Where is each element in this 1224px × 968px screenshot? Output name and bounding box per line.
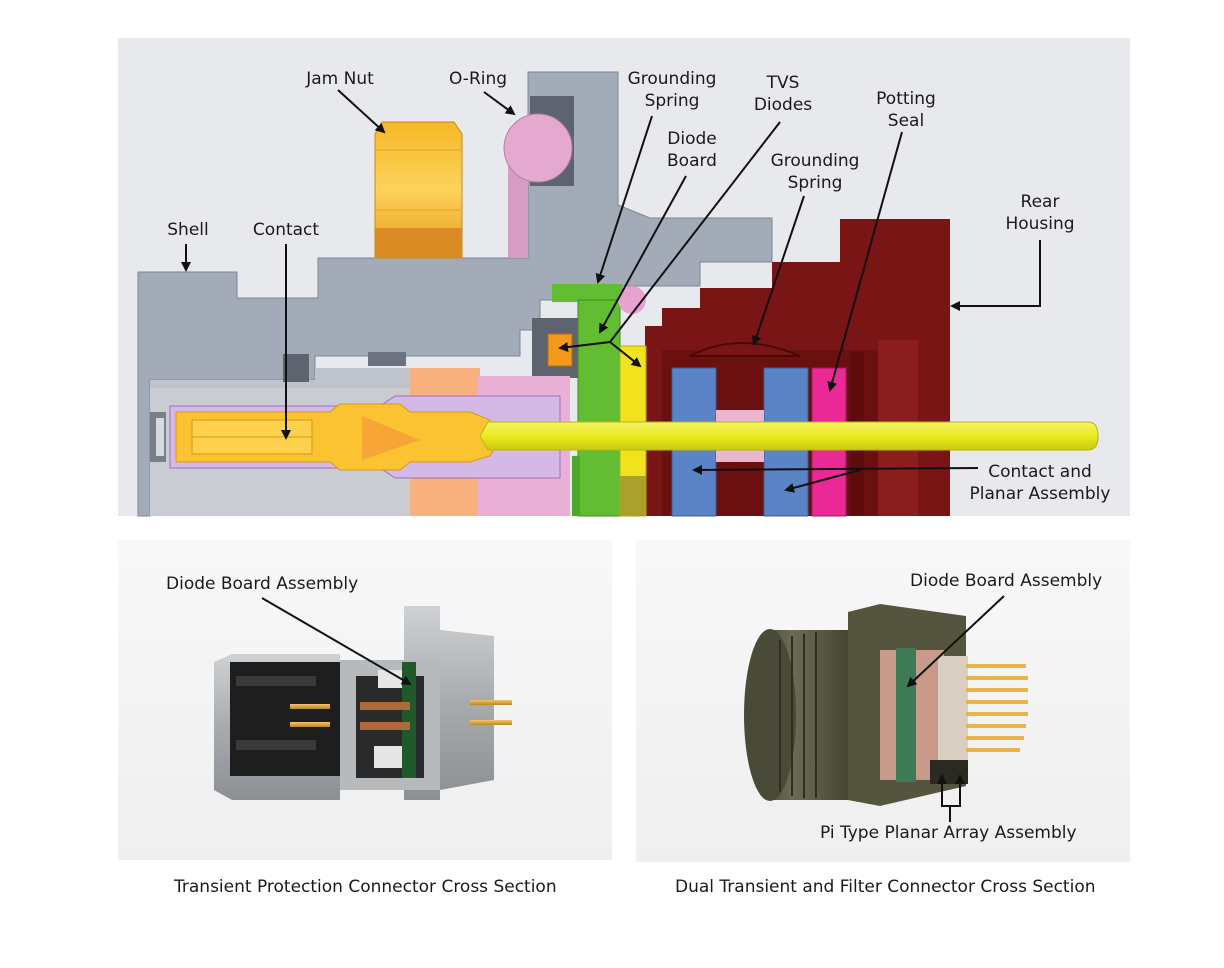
photo-leader-lines — [261, 595, 1005, 822]
photo-right — [636, 540, 1130, 862]
label-diode-board: Diode Board — [632, 128, 752, 172]
label-o-ring: O-Ring — [448, 69, 508, 89]
photo-left — [118, 540, 612, 860]
label-diode-board-line2: Board — [667, 151, 717, 171]
label-grounding-spring-top-line2: Spring — [644, 91, 700, 111]
leader-lines — [181, 89, 1041, 493]
label-potting-seal-line2: Seal — [887, 111, 925, 131]
jam-nut — [374, 121, 463, 259]
label-contact-planar: Contact and Planar Assembly — [960, 461, 1120, 505]
label-grounding-spring-mid: Grounding Spring — [755, 150, 875, 194]
caption-left: Transient Protection Connector Cross Sec… — [174, 877, 557, 897]
grounding-spring-arc — [689, 342, 801, 357]
label-grounding-spring-top: Grounding Spring — [612, 68, 732, 112]
label-tvs-diodes-line2: Diodes — [753, 95, 813, 115]
label-potting-seal-line1: Potting — [876, 89, 936, 109]
label-grounding-spring-mid-line1: Grounding — [770, 151, 860, 171]
grounding-spring-ball — [618, 286, 646, 314]
label-diode-board-line1: Diode — [667, 129, 717, 149]
label-jam-nut: Jam Nut — [306, 69, 374, 89]
label-contact-planar-line1: Contact and — [988, 462, 1092, 482]
label-tvs-diodes: TVS Diodes — [723, 72, 843, 116]
label-diode-board-assembly-left: Diode Board Assembly — [166, 574, 359, 594]
diode-board — [572, 299, 621, 517]
label-contact: Contact — [252, 220, 320, 240]
label-tvs-diodes-line1: TVS — [766, 73, 800, 93]
tvs-diode-small — [547, 333, 573, 367]
label-rear-housing: Rear Housing — [980, 191, 1100, 235]
socket-contact — [175, 403, 501, 471]
grounding-spring-top — [552, 284, 622, 302]
caption-right: Dual Transient and Filter Connector Cros… — [675, 877, 1096, 897]
o-ring — [503, 113, 573, 258]
label-rear-housing-line1: Rear — [1020, 192, 1060, 212]
label-grounding-spring-mid-line2: Spring — [787, 173, 843, 193]
label-potting-seal: Potting Seal — [846, 88, 966, 132]
label-rear-housing-line2: Housing — [1005, 214, 1075, 234]
label-shell: Shell — [167, 220, 209, 240]
label-grounding-spring-top-line1: Grounding — [627, 69, 717, 89]
label-diode-board-assembly-right: Diode Board Assembly — [910, 571, 1103, 591]
contact-pin — [479, 421, 1099, 451]
label-contact-planar-line2: Planar Assembly — [969, 484, 1111, 504]
label-pi-type-planar: Pi Type Planar Array Assembly — [820, 823, 1077, 843]
